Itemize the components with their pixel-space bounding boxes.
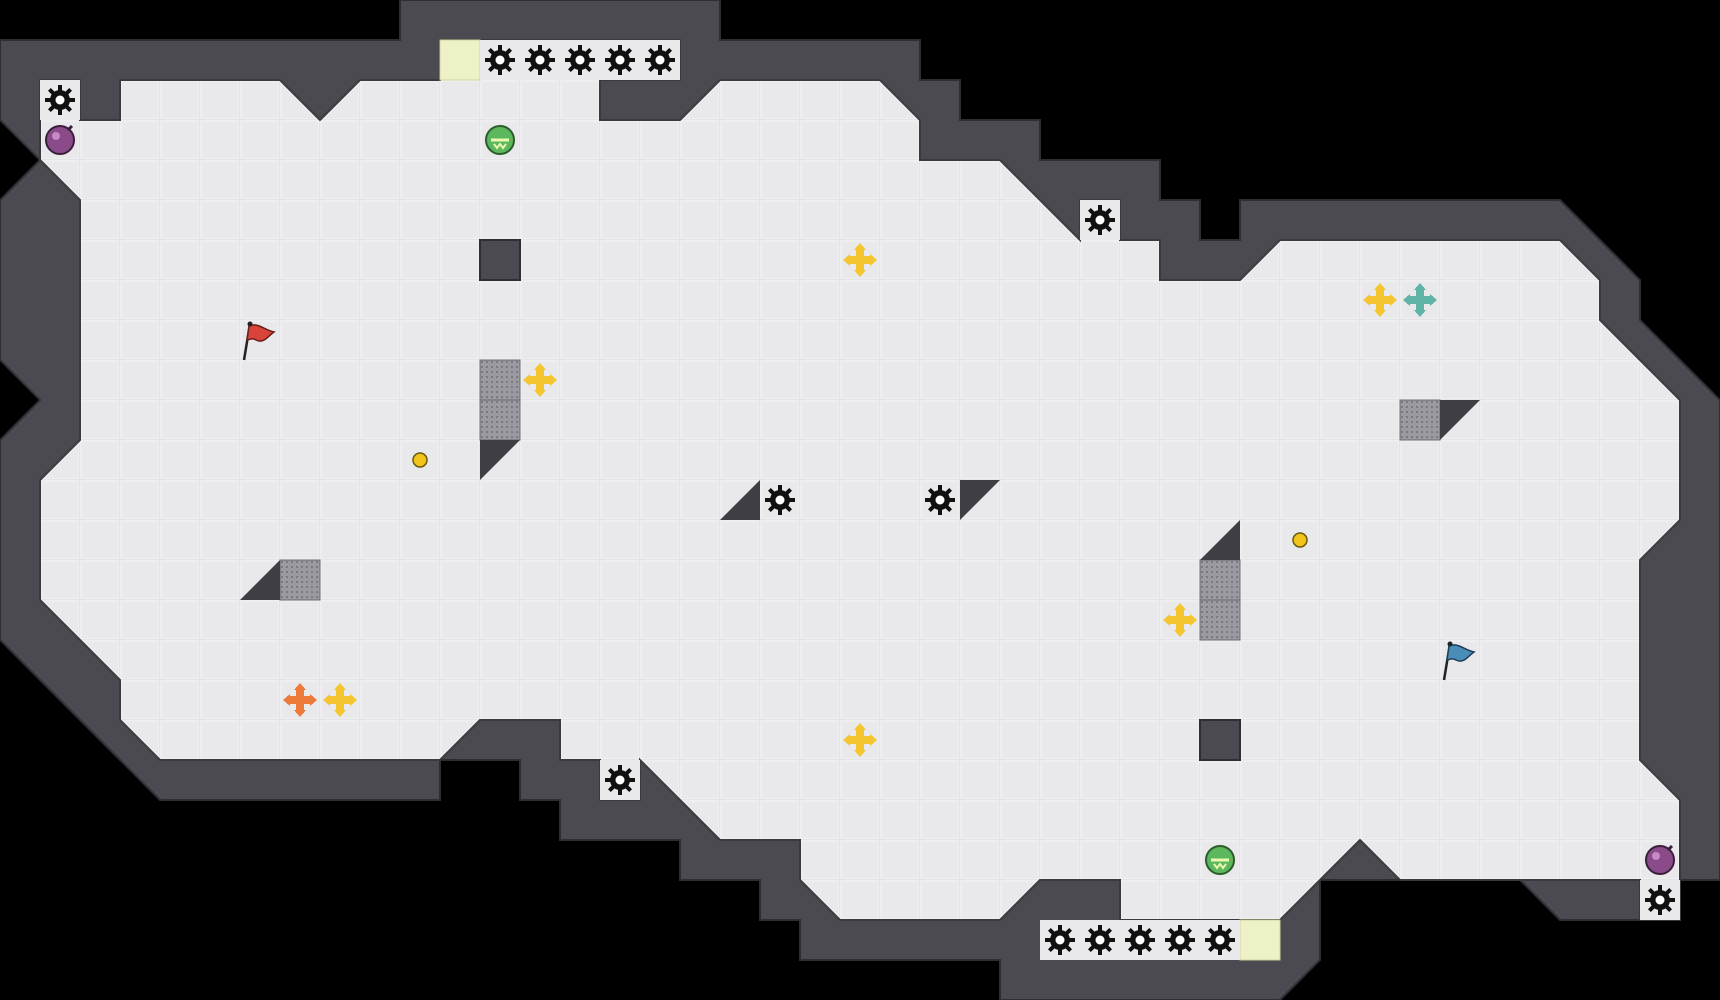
ramp — [480, 440, 520, 480]
spike-gear-icon — [1205, 925, 1235, 955]
mesh-block — [479, 359, 521, 401]
ramp — [240, 560, 280, 600]
mesh-block — [279, 559, 321, 601]
solid-block — [479, 239, 521, 281]
spike-gear-icon — [1125, 925, 1155, 955]
spike-gear-icon — [605, 45, 635, 75]
spike-gear-icon — [45, 85, 75, 115]
spike-gear-icon — [765, 485, 795, 515]
bomb-icon[interactable] — [1645, 844, 1675, 875]
ramp — [1440, 400, 1480, 440]
blue-flag-icon[interactable] — [1442, 641, 1476, 681]
spike-gear-icon — [525, 45, 555, 75]
ramp — [1200, 520, 1240, 560]
spike-gear-icon — [925, 485, 955, 515]
ramp — [720, 480, 760, 520]
spike-gear-icon — [1085, 925, 1115, 955]
spike-gear-icon — [645, 45, 675, 75]
spike-gear-icon — [1645, 885, 1675, 915]
goal-pad — [1239, 919, 1281, 961]
green-gem-icon[interactable] — [485, 125, 515, 155]
spike-gear-icon — [1045, 925, 1075, 955]
spike-gear-icon — [1085, 205, 1115, 235]
coin-icon[interactable] — [412, 452, 428, 468]
goal-pad — [439, 39, 481, 81]
mesh-block — [1199, 599, 1241, 641]
spike-gear-icon — [605, 765, 635, 795]
mesh-block — [479, 399, 521, 441]
ramp — [960, 480, 1000, 520]
mesh-block — [1199, 559, 1241, 601]
spike-gear-icon — [1165, 925, 1195, 955]
coin-icon[interactable] — [1292, 532, 1308, 548]
spike-gear-icon — [485, 45, 515, 75]
mesh-block — [1399, 399, 1441, 441]
bomb-icon[interactable] — [45, 124, 75, 155]
solid-block — [1199, 719, 1241, 761]
green-gem-icon[interactable] — [1205, 845, 1235, 875]
spike-gear-icon — [565, 45, 595, 75]
red-flag-icon[interactable] — [242, 321, 276, 361]
